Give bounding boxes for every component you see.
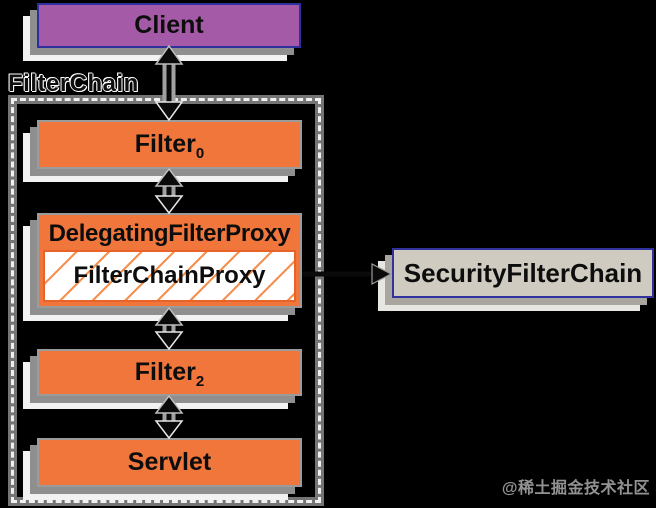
filter-chain-label: FilterChain xyxy=(8,70,139,97)
delegating-filter-proxy-box: DelegatingFilterProxy FilterChainProxy xyxy=(37,213,302,308)
filter-chain-proxy-label: FilterChainProxy xyxy=(73,262,266,289)
servlet-label: Servlet xyxy=(127,448,212,476)
servlet-box: Servlet xyxy=(37,438,302,487)
filter2-label: Filter2 xyxy=(134,358,205,390)
delegating-filter-proxy-label: DelegatingFilterProxy xyxy=(48,220,291,247)
security-filter-chain-label: SecurityFilterChain xyxy=(403,257,643,288)
watermark: @稀土掘金技术社区 xyxy=(501,480,650,497)
client-box: Client xyxy=(37,3,301,48)
filter0-label: Filter0 xyxy=(134,130,205,162)
security-filter-chain-box: SecurityFilterChain xyxy=(392,248,654,298)
filter2-box: Filter2 xyxy=(37,349,302,396)
filter0-box: Filter0 xyxy=(37,120,302,169)
filter-chain-proxy-box: FilterChainProxy xyxy=(43,250,296,302)
client-label: Client xyxy=(134,11,204,39)
